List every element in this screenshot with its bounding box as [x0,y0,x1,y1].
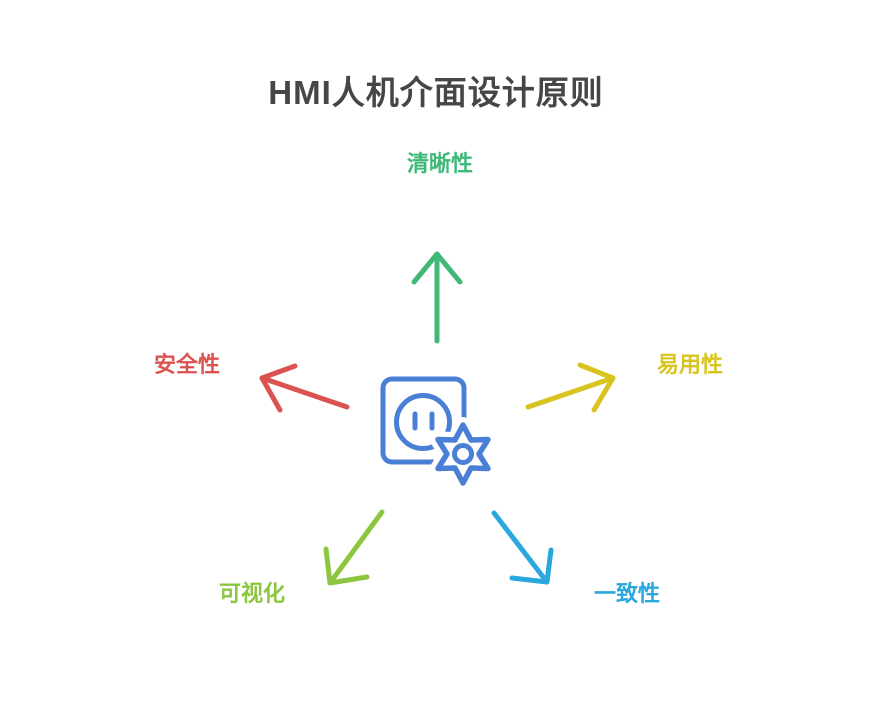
clarity-arrow [411,251,463,344]
face-circle [394,393,452,451]
interface-face-gear-icon [380,376,496,491]
visualization-arrow [323,509,385,586]
branch-label-clarity: 清晰性 [406,151,474,176]
branch-label-visualization: 可视化 [218,581,286,606]
consistency-arrow [491,510,554,585]
gear-icon [435,422,491,486]
usability-arrow [525,362,616,413]
branch-label-safety: 安全性 [153,352,221,377]
branch-label-usability: 易用性 [656,352,724,377]
page-title: HMI人机介面设计原则 [268,74,604,111]
gear-hub [452,443,474,465]
safety-arrow [259,363,350,413]
branch-label-consistency: 一致性 [593,581,661,606]
